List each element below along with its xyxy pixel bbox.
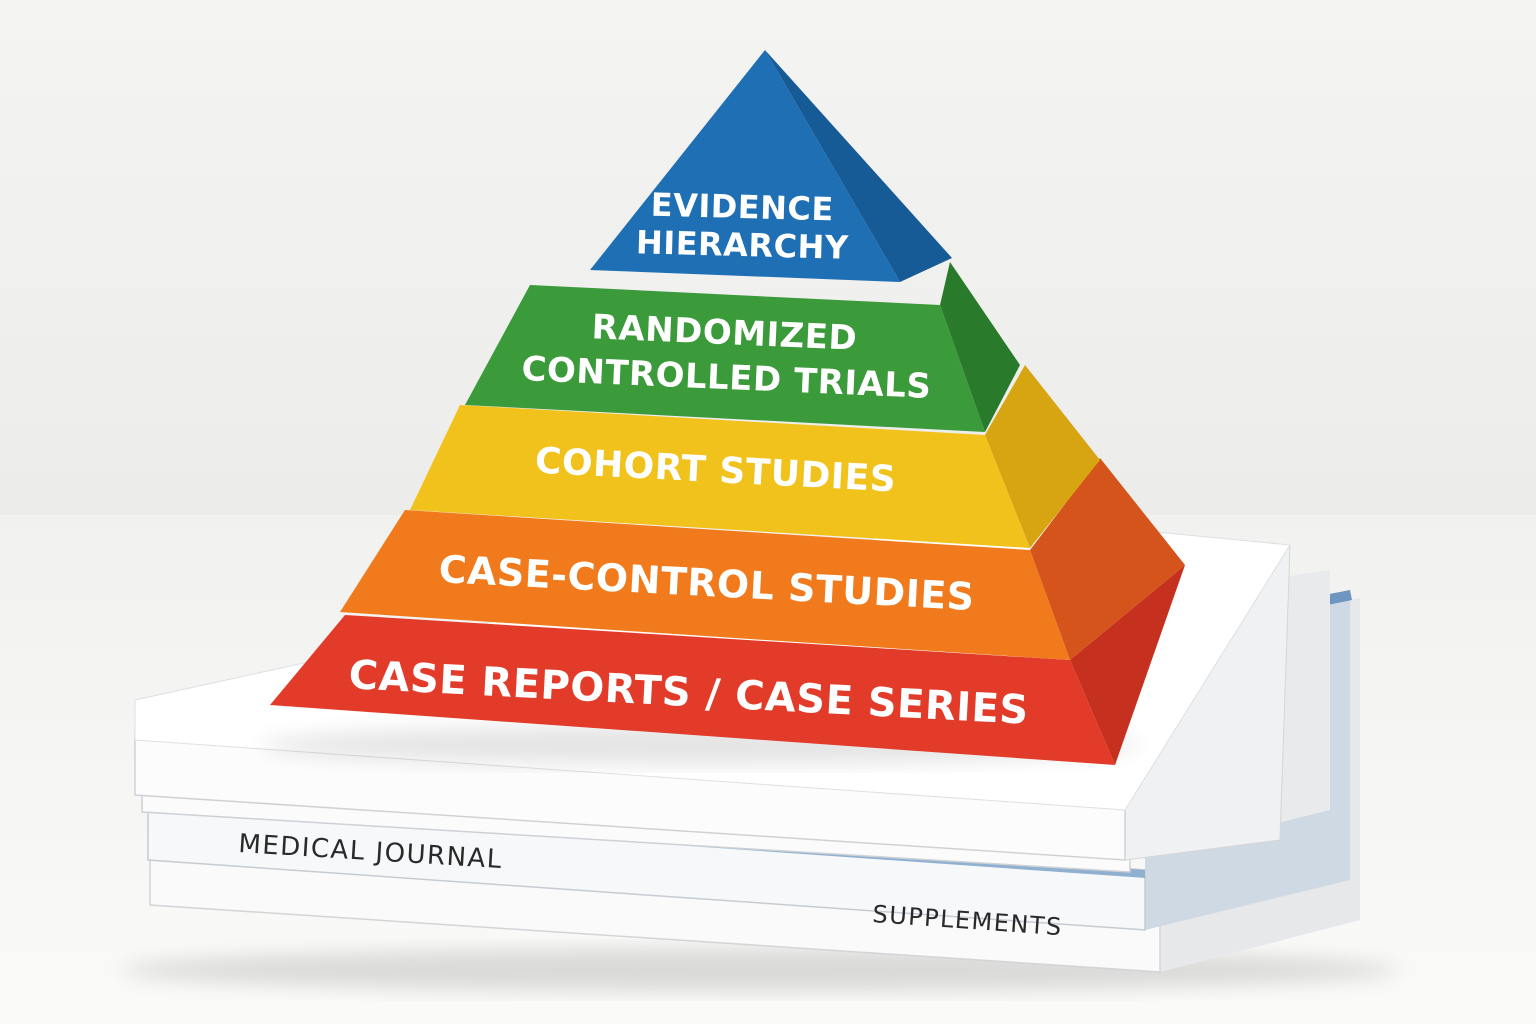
tier-rct: RANDOMIZED CONTROLLED TRIALS [465, 262, 1020, 432]
tier-cohort-side [985, 365, 1100, 548]
tier-case-reports-side [1070, 565, 1185, 765]
tier-case-control: CASE-CONTROL STUDIES [340, 458, 1185, 660]
tier-cohort: COHORT STUDIES [410, 365, 1100, 548]
tier-evidence-hierarchy: EVIDENCE HIERARCHY [590, 50, 952, 282]
tier-case-reports-front [270, 615, 1115, 765]
tier-case-reports: CASE REPORTS / CASE SERIES [270, 565, 1185, 765]
tier-rct-side [940, 262, 1020, 432]
tier-evidence-hierarchy-side [765, 50, 952, 282]
tier-evidence-hierarchy-label-line2: HIERARCHY [636, 223, 850, 267]
tier-evidence-hierarchy-front [590, 50, 900, 282]
tier-case-control-side [1030, 458, 1185, 660]
evidence-pyramid: CASE REPORTS / CASE SERIES CASE-CONTROL … [270, 50, 1185, 765]
tier-evidence-hierarchy-label-line1: EVIDENCE [650, 186, 834, 229]
tier-case-control-front [340, 510, 1070, 660]
tier-cohort-front [410, 405, 1030, 548]
tier-rct-front [465, 285, 985, 432]
